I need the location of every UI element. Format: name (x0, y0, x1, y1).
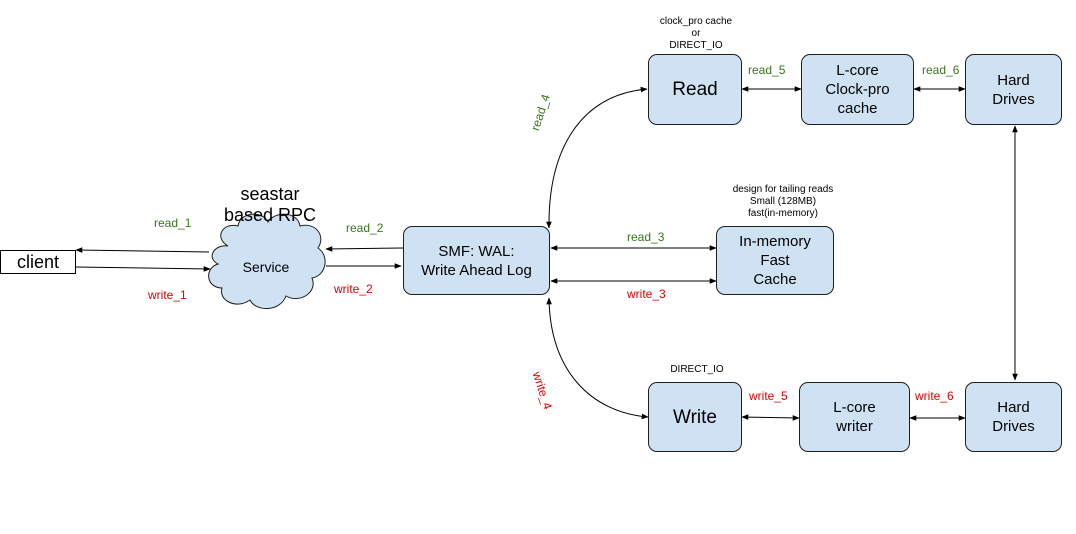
service-cloud (208, 213, 326, 309)
label-write-1: write_1 (148, 288, 187, 302)
read-drives-box: Hard Drives (965, 54, 1062, 125)
label-read-2: read_2 (346, 221, 384, 235)
client-box: client (0, 250, 76, 274)
read-drives-label: Hard Drives (992, 71, 1035, 108)
read-label: Read (672, 79, 718, 100)
read-note: clock_pro cache or DIRECT_IO (659, 16, 733, 51)
edge-read-1 (75, 247, 210, 253)
label-write-3: write_3 (627, 287, 666, 301)
edge-write-5 (741, 414, 800, 421)
label-read-1: read_1 (154, 216, 192, 230)
read-box: Read (648, 54, 742, 125)
cache-label: In-memory Fast Cache (739, 233, 811, 288)
write-lcore-label: L-core writer (833, 399, 876, 435)
edge-write-4 (546, 297, 649, 420)
edge-read-2 (325, 246, 404, 252)
write-note: DIRECT_IO (670, 364, 724, 375)
cache-box: In-memory Fast Cache (716, 226, 834, 295)
edge-read-4 (546, 86, 648, 229)
label-read-6: read_6 (922, 63, 960, 77)
cache-note: design for tailing reads Small (128MB) f… (732, 184, 834, 219)
label-write-2: write_2 (334, 282, 373, 296)
write-drives-box: Hard Drives (965, 382, 1062, 452)
service-label: Service (242, 259, 290, 275)
read-lcore-label: L-core Clock-pro cache (825, 62, 890, 117)
write-box: Write (648, 382, 742, 452)
read-lcore-box: L-core Clock-pro cache (801, 54, 914, 125)
write-lcore-box: L-core writer (799, 382, 910, 452)
label-read-5: read_5 (748, 63, 786, 77)
wal-box: SMF: WAL: Write Ahead Log (403, 226, 550, 295)
label-write-5: write_5 (749, 389, 788, 403)
write-label: Write (673, 406, 717, 428)
edge-write-1 (75, 266, 211, 272)
write-drives-label: Hard Drives (992, 399, 1035, 435)
service-title: seastar based RPC (223, 184, 317, 225)
label-write-6: write_6 (915, 389, 954, 403)
client-label: client (16, 251, 60, 272)
wal-label: SMF: WAL: Write Ahead Log (421, 242, 532, 279)
label-read-3: read_3 (627, 230, 665, 244)
